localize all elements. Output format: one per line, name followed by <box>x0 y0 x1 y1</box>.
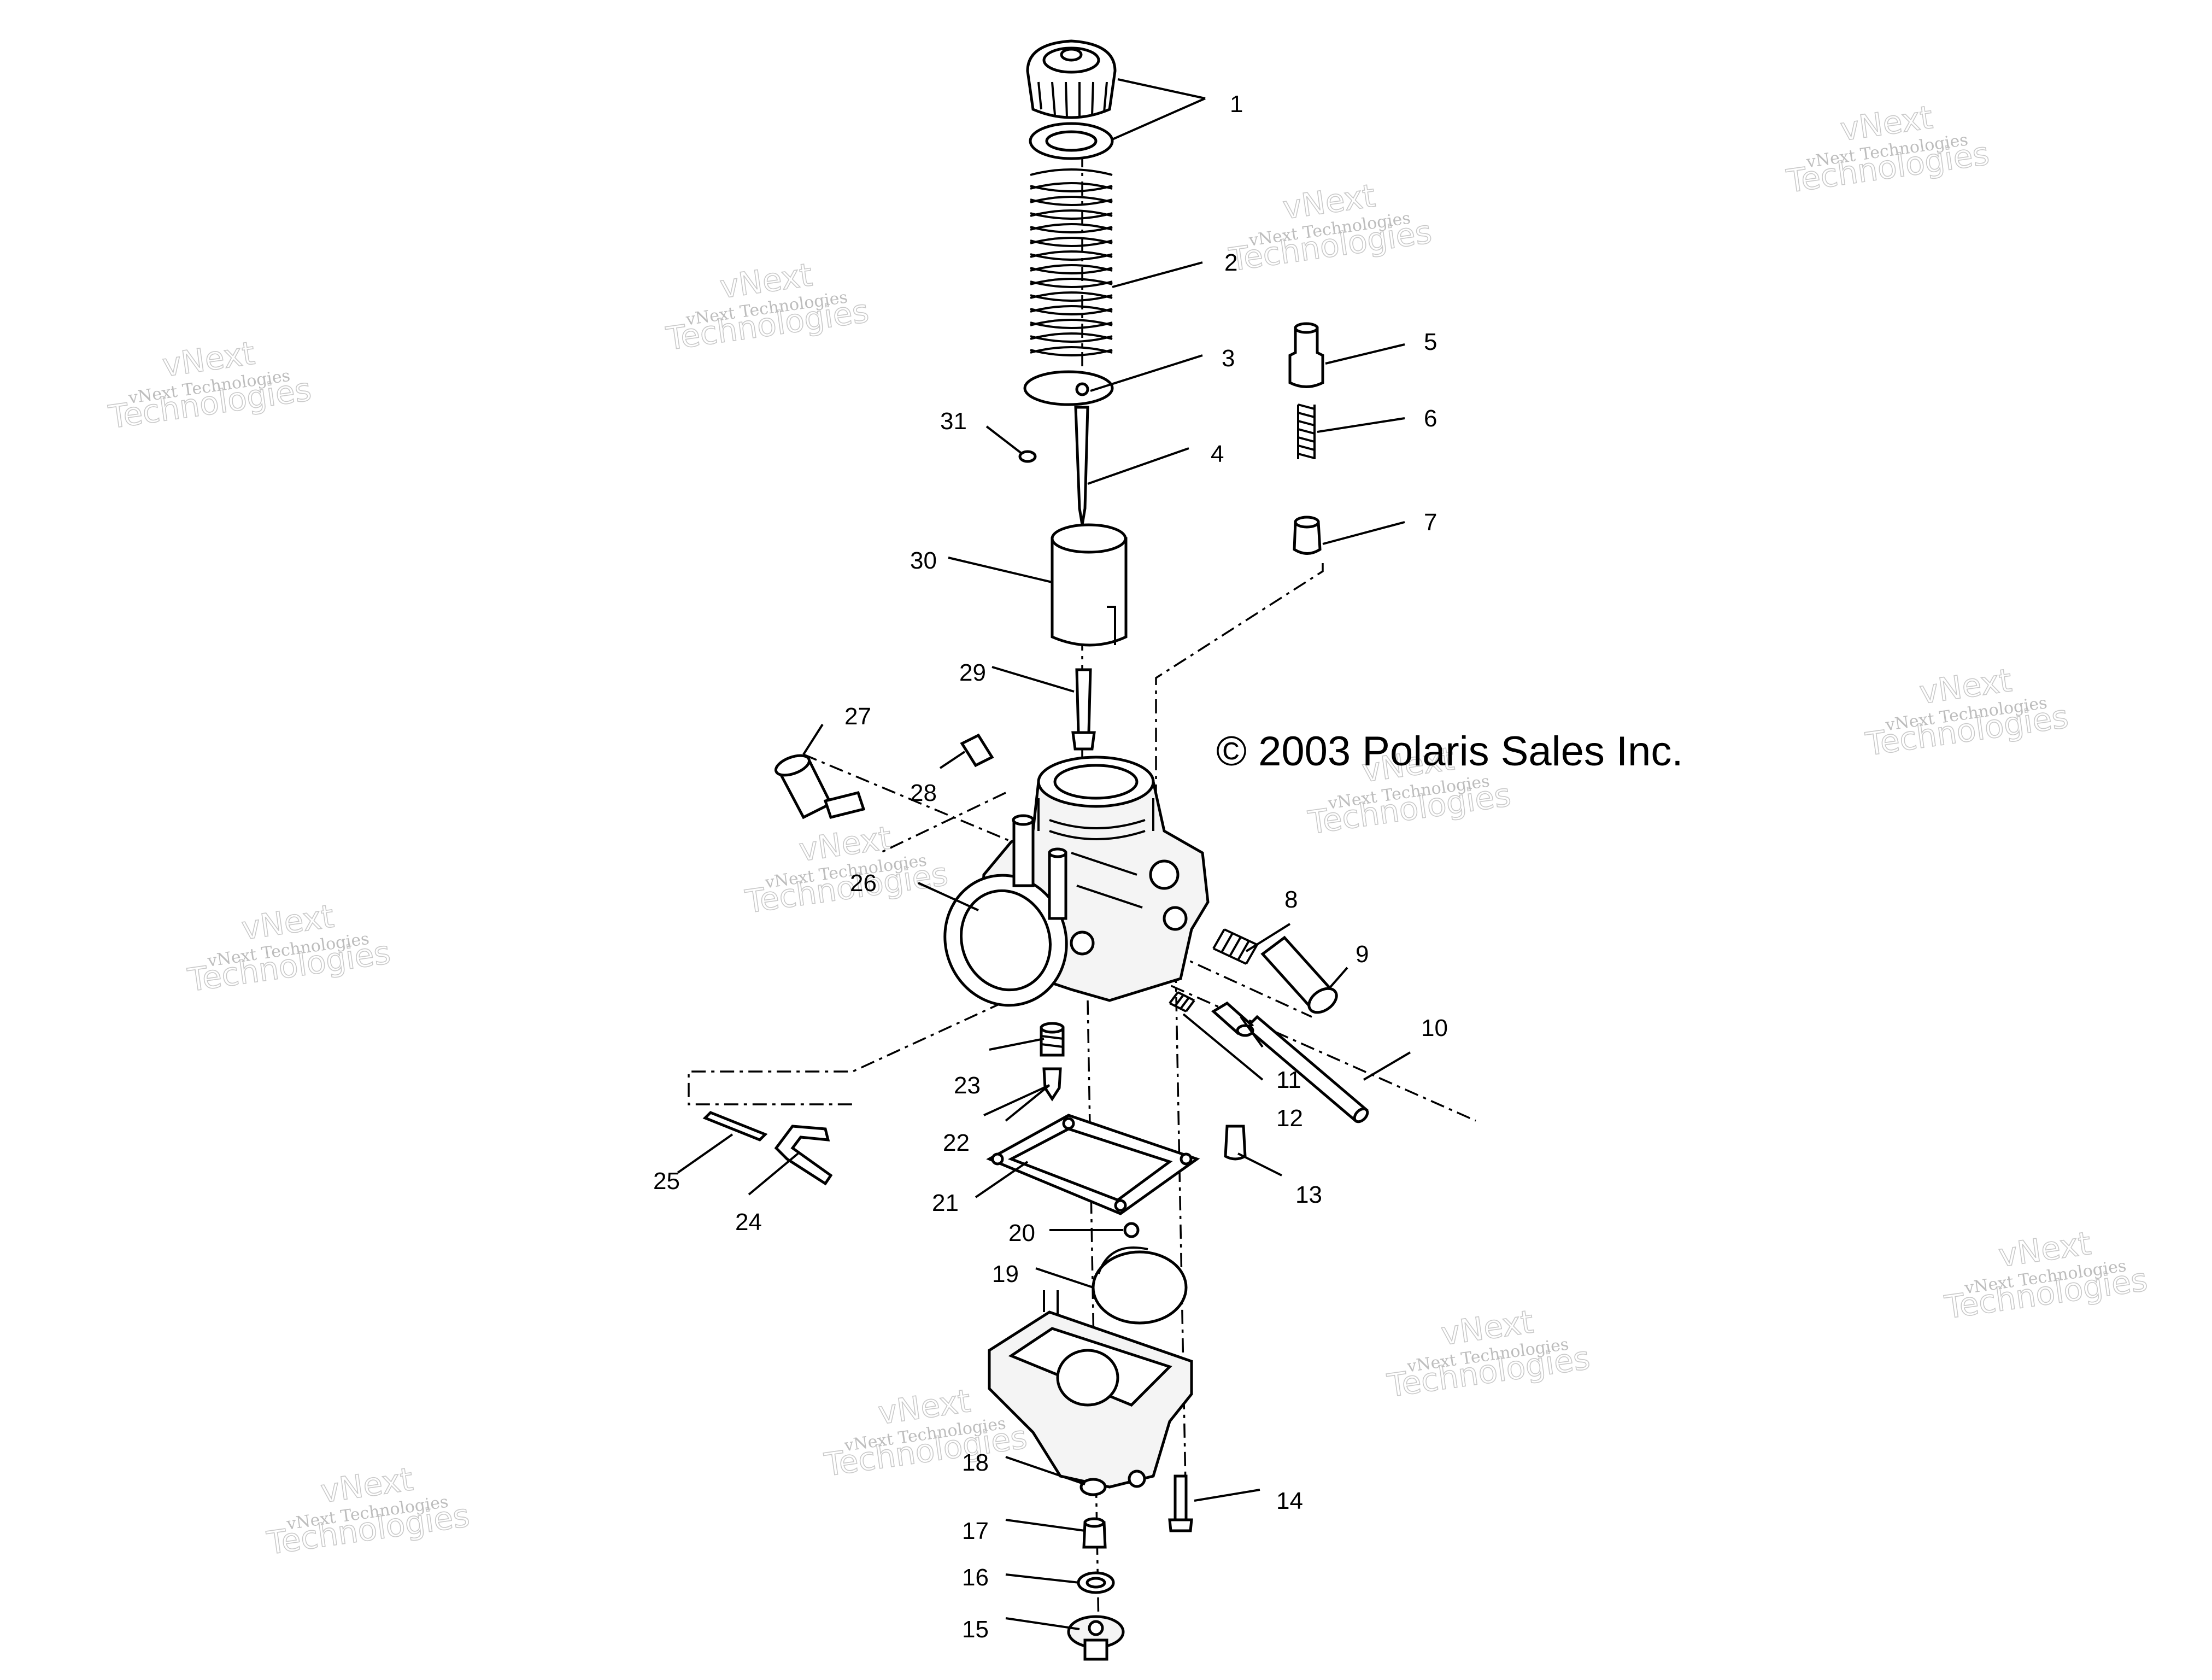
part-jet-17 <box>1082 1517 1107 1549</box>
callout-28: 28 <box>910 780 937 806</box>
part-needle-jet <box>1071 668 1096 751</box>
part-cap <box>1026 39 1117 119</box>
part-choke-plunger <box>774 754 866 819</box>
watermark: vNext Technologies vNext Technologies <box>264 1460 472 1562</box>
part-e-clip <box>1018 450 1037 463</box>
callout-8: 8 <box>1284 886 1298 913</box>
callout-10: 10 <box>1421 1015 1448 1041</box>
callout-16: 16 <box>962 1564 989 1591</box>
part-float-pin-25 <box>702 1111 768 1142</box>
watermark: vNext Technologies vNext Technologies <box>663 255 871 358</box>
part-throttle-slide <box>1051 523 1128 647</box>
callout-5: 5 <box>1424 329 1437 355</box>
callout-13: 13 <box>1295 1181 1322 1208</box>
part-carburetor-body <box>943 756 1210 1007</box>
part-plunger-7 <box>1293 516 1322 555</box>
callout-22: 22 <box>943 1129 970 1156</box>
callout-labels: 1 2 3 4 5 6 7 8 9 10 11 12 13 14 15 16 1… <box>653 91 1448 1643</box>
part-spring-12 <box>1169 991 1195 1012</box>
part-screw-9 <box>1260 935 1338 1014</box>
callout-27: 27 <box>844 703 871 730</box>
callout-30: 30 <box>910 547 937 574</box>
part-rod-10 <box>1244 1015 1369 1123</box>
part-cap-28 <box>960 733 994 768</box>
part-washer-top <box>1029 122 1114 160</box>
callout-6: 6 <box>1424 405 1437 432</box>
part-bead-20 <box>1123 1222 1140 1238</box>
callout-11: 11 <box>1276 1067 1301 1093</box>
callout-14: 14 <box>1276 1488 1303 1514</box>
callout-25: 25 <box>653 1168 680 1195</box>
callout-12: 12 <box>1276 1105 1303 1132</box>
watermark: vNext Technologies vNext Technologies <box>1942 1224 2150 1326</box>
callout-7: 7 <box>1424 509 1437 536</box>
watermark: vNext Technologies vNext Technologies <box>105 334 314 436</box>
copyright-notice: © 2003 Polaris Sales Inc. <box>1216 728 1683 775</box>
leader-lines <box>677 78 1411 1630</box>
part-float-arm-24 <box>774 1125 833 1186</box>
callout-18: 18 <box>962 1449 989 1476</box>
watermark: vNext Technologies vNext Technologies <box>1384 1302 1593 1404</box>
callout-3: 3 <box>1222 345 1235 372</box>
callout-9: 9 <box>1356 941 1369 968</box>
part-float-bowl <box>988 1290 1193 1489</box>
watermark: vNext Technologies vNext Technologies <box>1783 98 1992 200</box>
part-adjuster-5 <box>1288 322 1324 388</box>
watermark: vNext Technologies vNext Technologies <box>1863 661 2071 763</box>
watermark: vNext Technologies vNext Technologies <box>185 897 393 999</box>
part-needle-clip-plate <box>1023 370 1114 406</box>
callout-26: 26 <box>850 870 877 897</box>
callout-23: 23 <box>954 1072 981 1099</box>
part-screw-14 <box>1168 1474 1193 1532</box>
part-main-jet-23 <box>1040 1022 1065 1057</box>
part-plug-13 <box>1224 1125 1247 1161</box>
part-o-ring-18 <box>1079 1478 1107 1496</box>
part-needle-valve-22 <box>1042 1067 1062 1102</box>
part-jet-needle <box>1074 406 1089 525</box>
part-spring-8 <box>1212 928 1258 965</box>
callout-31: 31 <box>940 408 967 435</box>
part-float-19 <box>1092 1246 1188 1325</box>
part-gasket-21 <box>986 1114 1200 1215</box>
callout-4: 4 <box>1211 441 1224 467</box>
callout-2: 2 <box>1224 249 1237 276</box>
callout-21: 21 <box>932 1190 959 1216</box>
callout-1: 1 <box>1230 91 1243 118</box>
callout-29: 29 <box>959 659 986 686</box>
part-spring-6 <box>1297 403 1316 459</box>
watermark: vNext Technologies vNext Technologies <box>1226 177 1434 279</box>
callout-20: 20 <box>1008 1220 1035 1246</box>
callout-15: 15 <box>962 1616 989 1643</box>
part-spring <box>1030 168 1113 356</box>
part-pilot-screw-11 <box>1211 1001 1254 1037</box>
part-drain-bolt-15 <box>1067 1615 1125 1661</box>
callout-24: 24 <box>735 1209 762 1236</box>
callout-17: 17 <box>962 1518 989 1544</box>
watermark: vNext Technologies vNext Technologies <box>742 818 950 921</box>
callout-19: 19 <box>992 1261 1019 1287</box>
part-washer-16 <box>1077 1571 1115 1594</box>
